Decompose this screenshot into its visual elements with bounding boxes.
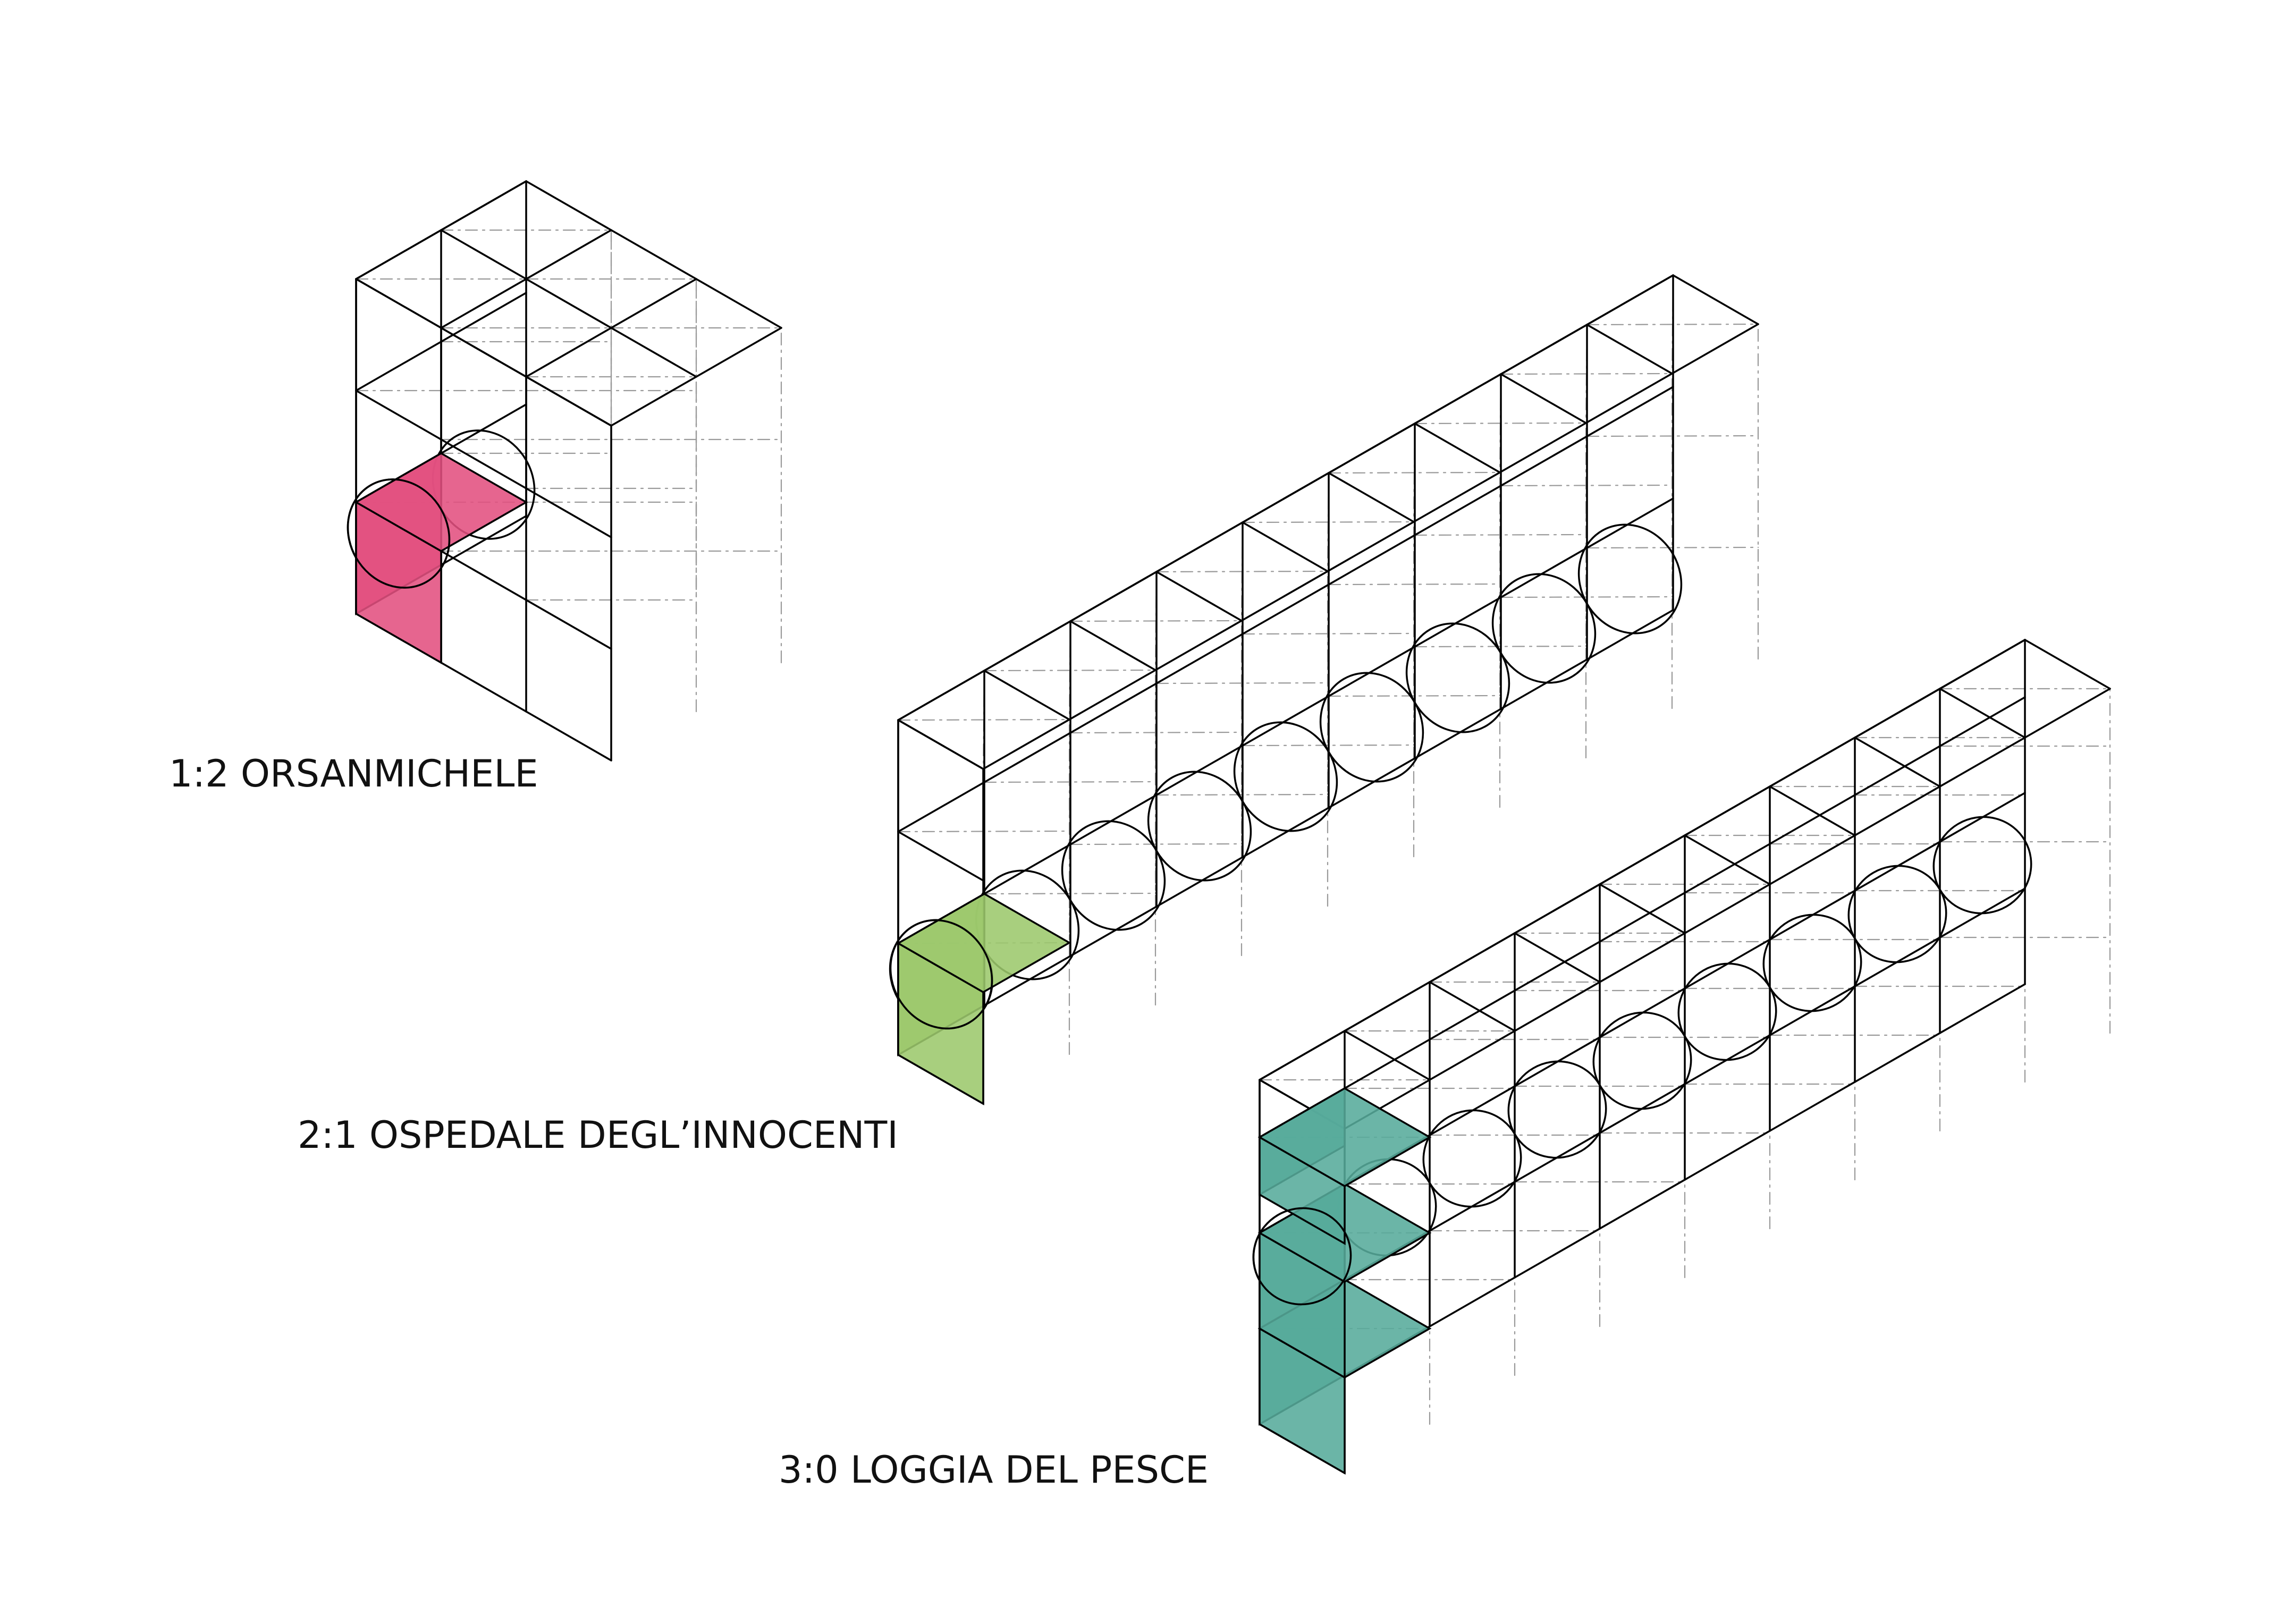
top-line xyxy=(525,180,782,329)
side-horizontal xyxy=(897,831,984,882)
facade-horizontal xyxy=(897,497,1674,944)
top-line xyxy=(1414,422,1501,473)
top-line xyxy=(1769,785,1856,836)
top-line xyxy=(1328,472,1415,523)
orsanmichele-label: 1:2 ORSANMICHELE xyxy=(169,752,538,796)
top-line xyxy=(355,278,612,427)
top-line xyxy=(1939,688,2026,739)
top-line xyxy=(1854,737,1941,788)
top-line xyxy=(355,180,527,280)
top-line xyxy=(897,719,984,770)
arch-ellipse xyxy=(1577,523,1683,635)
facade-horizontal xyxy=(1259,696,2026,1138)
arch-ellipse xyxy=(889,919,993,1030)
top-line xyxy=(983,670,1070,721)
top-line xyxy=(2024,639,2111,690)
arch-ellipse xyxy=(1252,1207,1352,1306)
top-line xyxy=(1514,932,1601,983)
top-line xyxy=(897,274,1674,721)
top-line xyxy=(1586,324,1673,375)
arch-ellipse xyxy=(347,478,451,589)
top-line xyxy=(610,327,782,427)
innocenti-label: 2:1 OSPEDALE DEGL’INNOCENTI xyxy=(298,1113,898,1157)
top-line xyxy=(1672,274,1759,325)
top-line xyxy=(1344,1030,1431,1081)
top-line xyxy=(1259,639,2026,1081)
facade-horizontal xyxy=(897,386,1674,833)
top-line xyxy=(1429,981,1516,1032)
orsanmichele-highlight-top xyxy=(354,452,528,553)
top-line xyxy=(982,323,1759,770)
pesce-highlight-top-top xyxy=(1257,1087,1432,1188)
innocenti-axonometric xyxy=(889,274,1759,1106)
orsanmichele-axonometric xyxy=(347,180,782,762)
facade-horizontal xyxy=(897,609,1674,1056)
top-line xyxy=(1599,883,1686,934)
top-line xyxy=(440,229,612,329)
innocenti-highlight-top xyxy=(896,892,1071,994)
pesce-axonometric xyxy=(1252,639,2111,1475)
top-line xyxy=(525,278,697,378)
top-line xyxy=(1242,521,1329,572)
top-line xyxy=(1344,688,2111,1130)
arch-ellipse xyxy=(1932,816,2032,915)
pesce-label: 3:0 LOGGIA DEL PESCE xyxy=(779,1448,1209,1492)
top-line xyxy=(1155,571,1243,622)
top-line xyxy=(1684,834,1771,885)
side-horizontal xyxy=(355,390,612,538)
top-line xyxy=(440,229,697,378)
top-line xyxy=(1500,373,1587,424)
top-line xyxy=(1069,620,1157,671)
